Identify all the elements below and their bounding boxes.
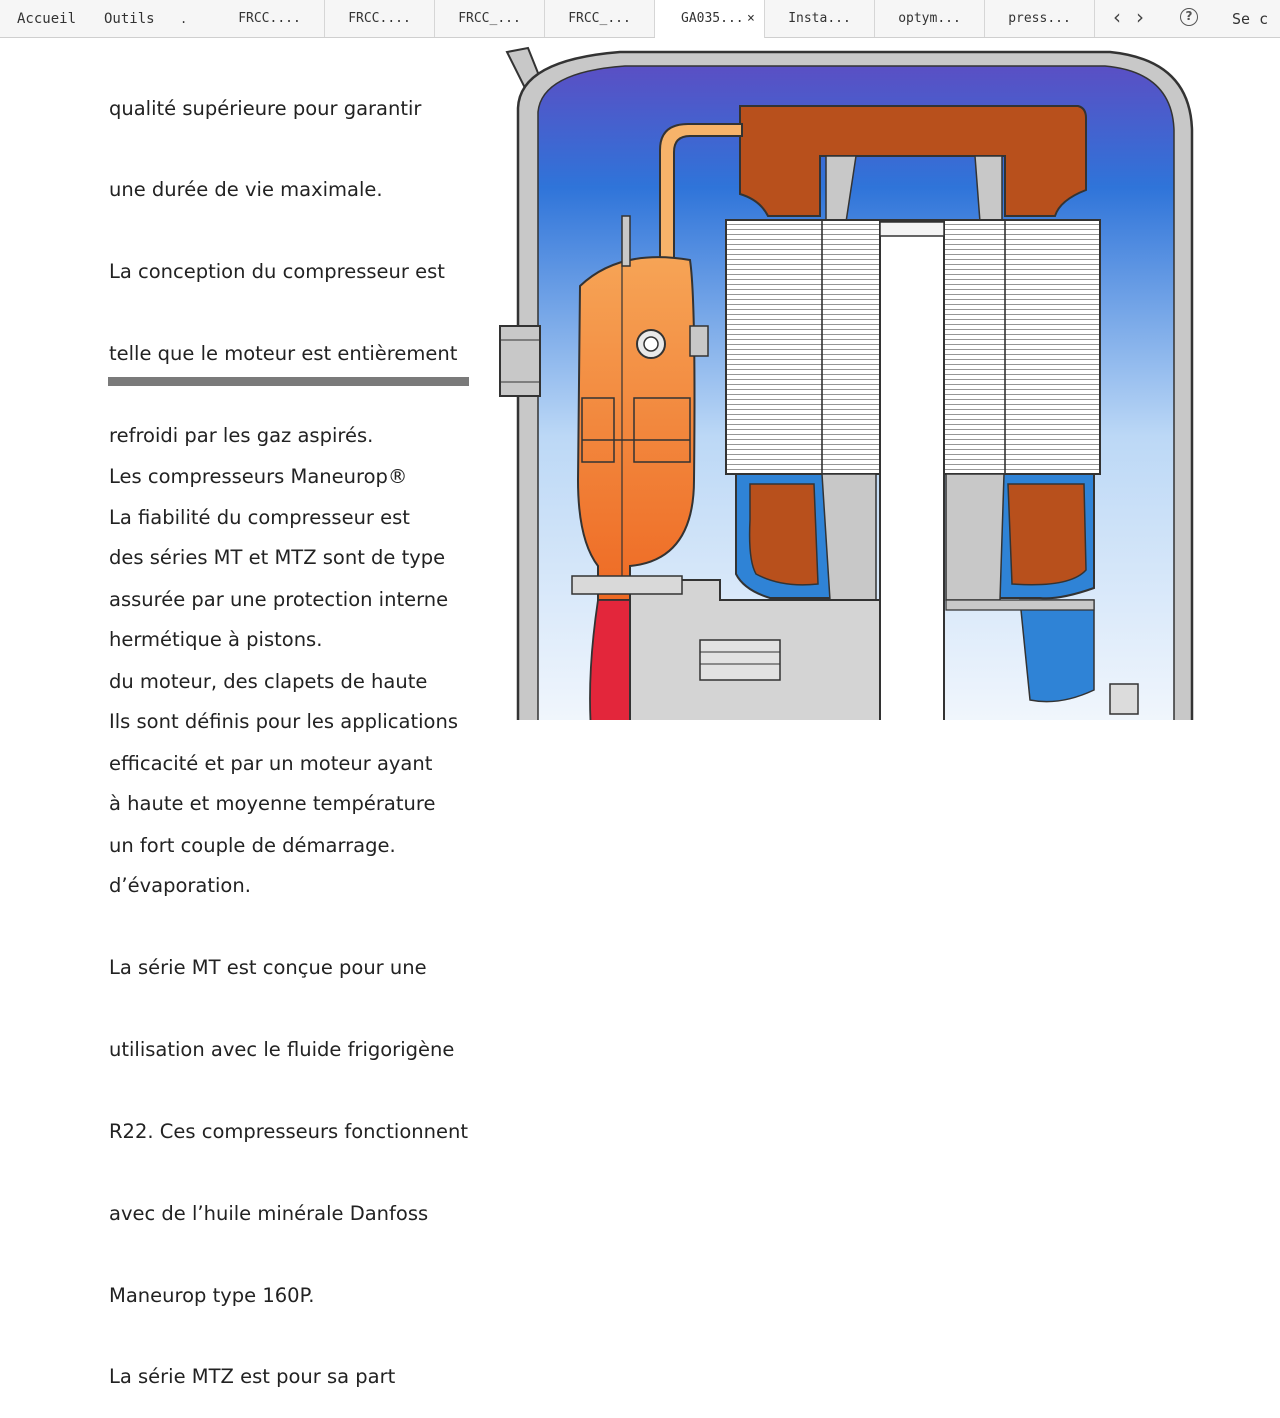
tab-label: Insta... [788, 11, 851, 26]
tab-label: FRCC.... [238, 11, 301, 26]
text-line: La fiabilité du compresseur est [109, 506, 410, 530]
tab-frcc-4[interactable]: FRCC_... [545, 0, 655, 37]
crankshaft [879, 221, 945, 720]
text-line: avec de l’huile minérale Danfoss [109, 1201, 429, 1225]
tab-label: optym... [898, 11, 961, 26]
text-line: qualité supérieure pour garantir [109, 96, 422, 120]
text-line: La série MTZ est pour sa part [109, 1365, 396, 1389]
text-line: La série MT est conçue pour une [109, 955, 427, 979]
tab-press[interactable]: press... [985, 0, 1095, 37]
text-line: telle que le moteur est entièrement [109, 342, 458, 366]
text-line: Ils sont définis pour les applications [109, 710, 458, 734]
tab-bar: Accueil Outils . FRCC.... FRCC.... FRCC_… [0, 0, 1280, 38]
tab-ga035-active[interactable]: GA035... × [655, 0, 765, 38]
text-line: du moteur, des clapets de haute [109, 669, 428, 693]
accueil-button[interactable]: Accueil [17, 11, 77, 27]
oil-sump [571, 575, 1139, 720]
help-icon[interactable]: ? [1180, 8, 1198, 26]
text-line: refroidi par les gaz aspirés. [109, 424, 374, 448]
sign-in-link[interactable]: Se c [1232, 10, 1269, 28]
text-line: à haute et moyenne température [109, 792, 436, 816]
text-line: Les compresseurs Maneurop® [109, 464, 408, 488]
text-line: d’évaporation. [109, 874, 251, 898]
paragraph-series: Les compresseurs Maneurop® des séries MT… [109, 408, 468, 1418]
text-line: Maneurop type 160P. [109, 1283, 315, 1307]
tab-optym[interactable]: optym... [875, 0, 985, 37]
chevron-left-icon[interactable]: ‹ [1113, 5, 1121, 29]
text-line: hermétique à pistons. [109, 628, 323, 652]
suction-muffler [576, 123, 743, 601]
tab-insta[interactable]: Insta... [765, 0, 875, 37]
tab-label: FRCC_... [568, 11, 631, 26]
text-line: une durée de vie maximale. [109, 178, 383, 202]
text-line: assurée par une protection interne [109, 587, 449, 611]
tab-frcc-1[interactable]: FRCC.... [215, 0, 325, 37]
tab-label: FRCC.... [348, 11, 411, 26]
chevron-right-icon[interactable]: › [1136, 5, 1144, 29]
tab-label: FRCC_... [458, 11, 521, 26]
tab-separator: . [180, 12, 188, 26]
section-divider [108, 377, 469, 386]
compressor-cutaway-illustration [499, 46, 1194, 720]
text-line: des séries MT et MTZ sont de type [109, 546, 446, 570]
text-line: utilisation avec le fluide frigorigène [109, 1037, 455, 1061]
close-tab-icon[interactable]: × [747, 11, 755, 26]
tab-label: GA035... [681, 11, 744, 26]
tab-frcc-3[interactable]: FRCC_... [435, 0, 545, 37]
text-line: La conception du compresseur est [109, 260, 445, 284]
text-line: R22. Ces compresseurs fonctionnent [109, 1119, 468, 1143]
tab-label: press... [1008, 11, 1071, 26]
outils-button[interactable]: Outils [104, 11, 155, 27]
tab-frcc-2[interactable]: FRCC.... [325, 0, 435, 37]
